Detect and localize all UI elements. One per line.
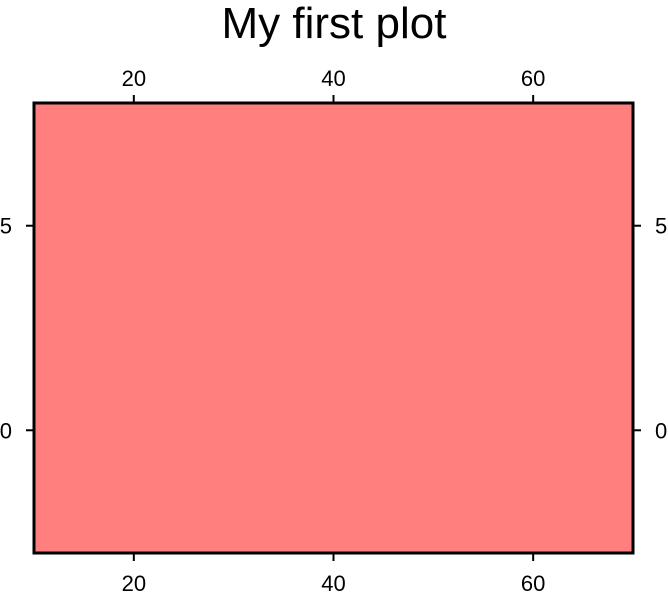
y-tick-label-right-5: 5 [655,214,667,239]
x-tick-label-top-20: 20 [122,66,146,91]
plot-frame [32,101,635,555]
x-tick-label-bottom-40: 40 [321,571,345,594]
y-tick-label-left-0: 0 [0,418,12,443]
chart-title: My first plot [222,0,447,48]
x-tick-label-bottom-20: 20 [122,571,146,594]
x-tick-label-bottom-60: 60 [521,571,545,594]
tick-label-layer: 20 20 40 40 60 60 0 0 5 5 [0,66,667,596]
x-tick-label-top-60: 60 [521,66,545,91]
y-tick-label-right-0: 0 [655,418,667,443]
plot-fill-region [34,103,633,553]
y-tick-label-left-5: 5 [0,214,12,239]
x-tick-label-top-40: 40 [321,66,345,91]
